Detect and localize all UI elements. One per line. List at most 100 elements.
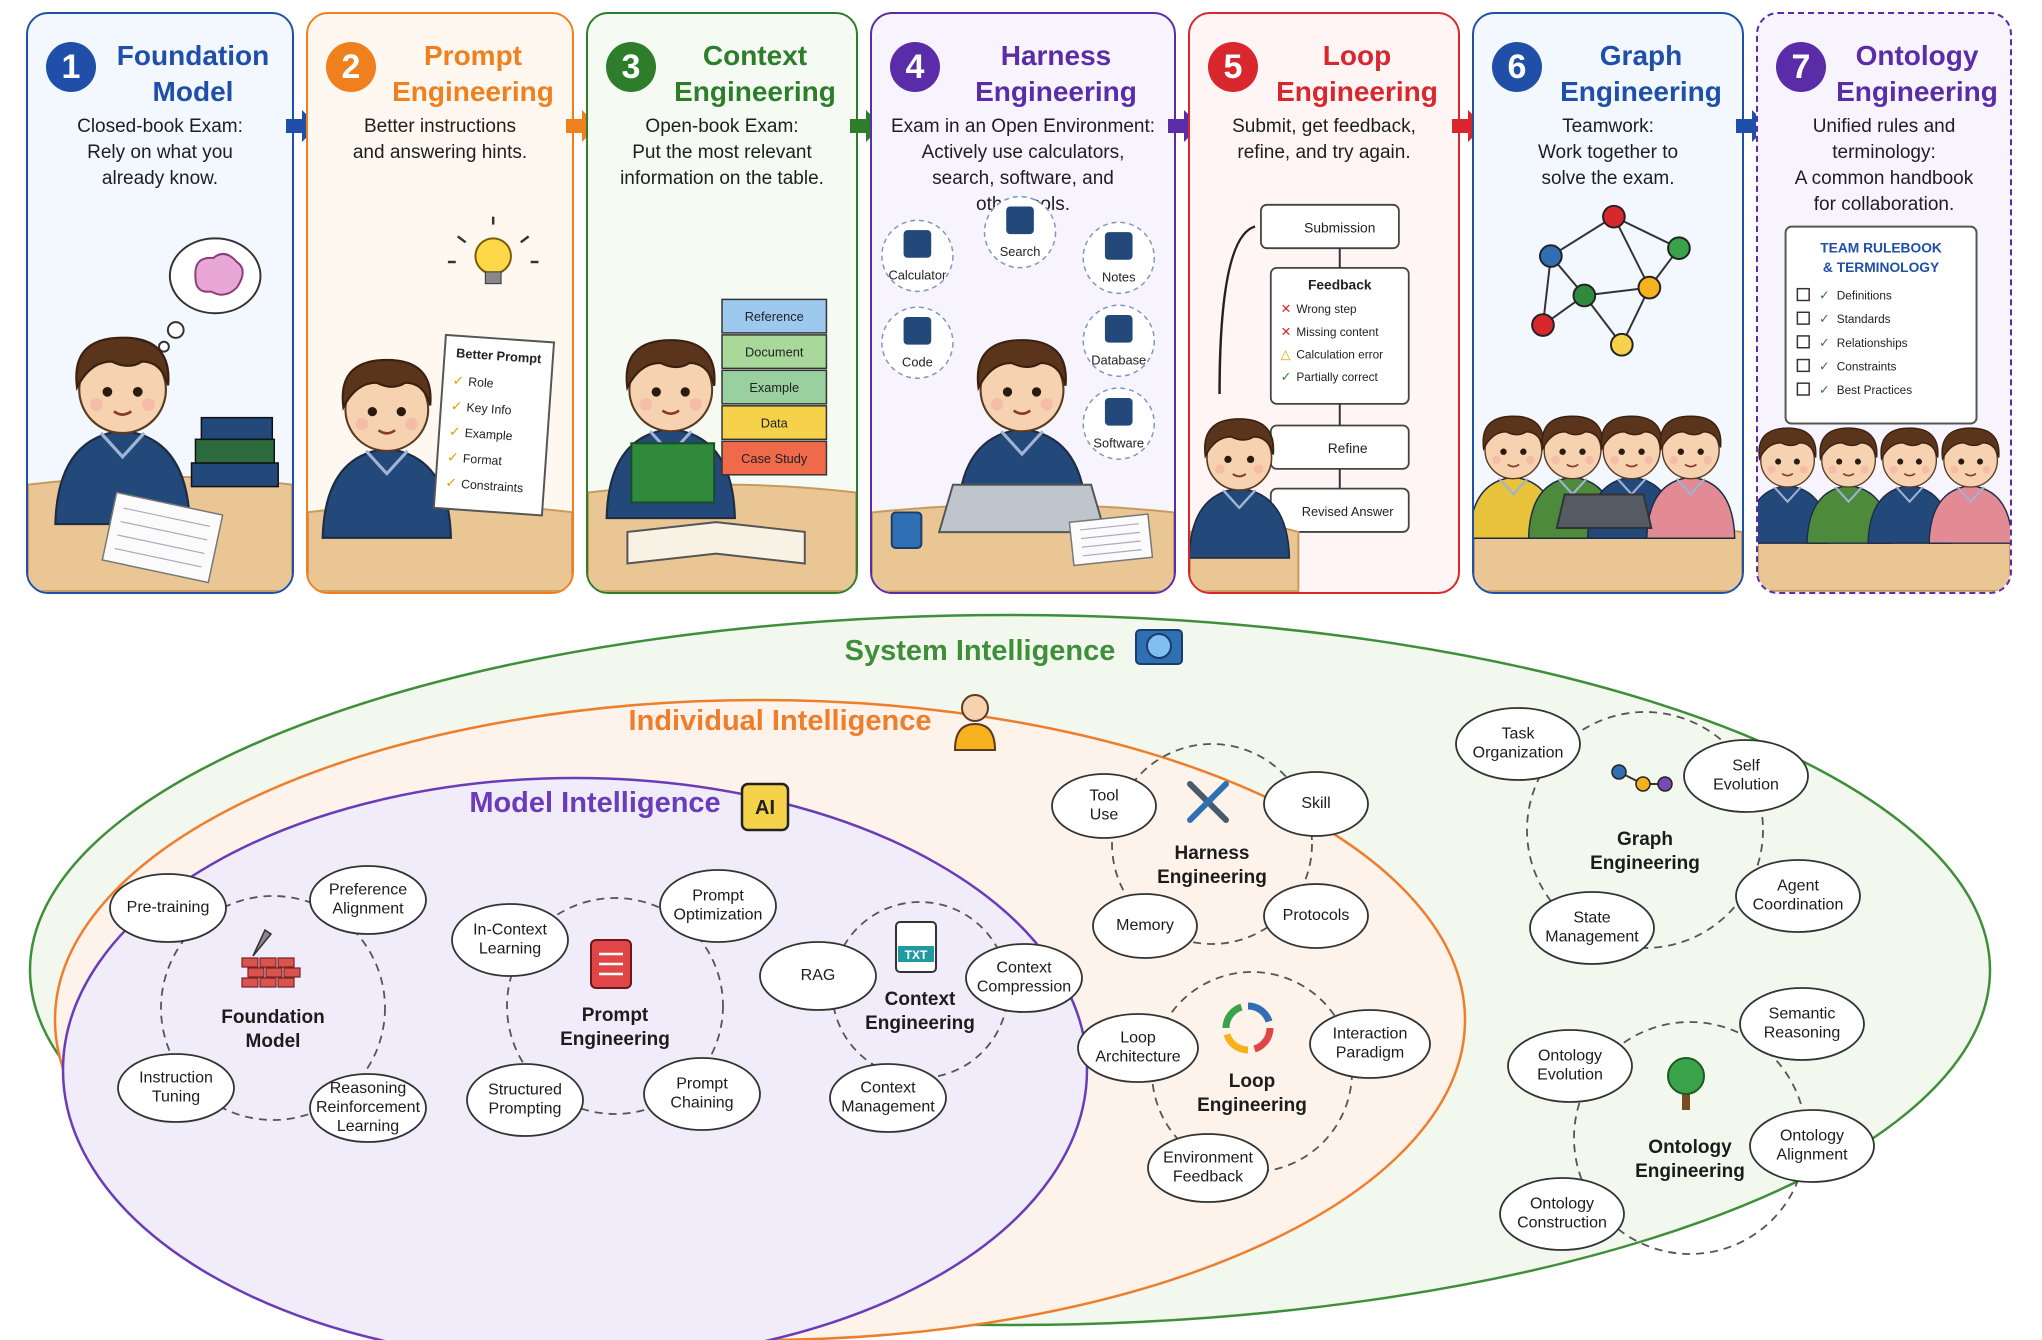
concept-node-label: Environment (1163, 1150, 1253, 1167)
trowel-icon (252, 928, 273, 957)
cluster-graph: TaskOrganizationSelfEvolutionStateManage… (1455, 707, 1861, 965)
stage-description-line: Better instructions (363, 116, 517, 137)
graph-node-icon (1637, 275, 1662, 300)
concept-node (1507, 1029, 1633, 1103)
model-intelligence-title: Model Intelligence (469, 787, 720, 819)
concept-node-label: Reasoning (1764, 1025, 1841, 1042)
concept-node-label: Compression (977, 979, 1071, 996)
student-mouth (1012, 409, 1032, 415)
loop-back-arrow (1218, 225, 1256, 395)
check-mark: ✓ (1819, 382, 1830, 397)
student-mouth (661, 409, 680, 415)
tool-icon (1104, 397, 1133, 426)
cluster-dashed-ring (160, 895, 386, 1121)
stage-description-line: Closed-book Exam: (77, 116, 243, 137)
rulebook-icon (1796, 287, 1810, 302)
stage-description-line: Teamwork: (1562, 116, 1654, 137)
stage-title-line: Ontology (1855, 40, 1979, 71)
cluster-harness: ToolUseSkillMemoryProtocolsHarnessEngine… (1051, 743, 1369, 959)
stage-title-line: Graph (1599, 40, 1683, 71)
cluster-center-label: Model (246, 1031, 301, 1052)
refine-label: Refine (1328, 441, 1368, 456)
graph-nodes-icon (1657, 776, 1673, 792)
student-mouth (1842, 472, 1855, 477)
student-eye-right (1915, 458, 1922, 465)
hoodie-collar (1773, 486, 1802, 504)
student-cheek (1921, 465, 1930, 474)
paper-sheet (101, 491, 224, 584)
stacked-book-label: Document (745, 345, 804, 360)
paper-line (1080, 531, 1140, 540)
concept-node (1263, 883, 1369, 949)
rulebook-item: Relationships (1837, 336, 1908, 350)
cluster-center-label: Loop (1229, 1071, 1275, 1092)
student-hair (1482, 415, 1545, 452)
student-hair (75, 336, 170, 392)
student-cheek (1889, 465, 1898, 474)
graph-edge (1550, 215, 1615, 257)
check-mark: ✓ (452, 373, 465, 389)
cluster-center-label: Engineering (865, 1013, 975, 1034)
student-cheek (1551, 455, 1560, 465)
student-mouth (1781, 472, 1794, 477)
tool-label: Calculator (889, 268, 947, 283)
hoodie-collar (1834, 486, 1863, 504)
student-hair (1203, 418, 1275, 459)
concept-node (466, 1063, 584, 1137)
cluster-center-label: Engineering (1635, 1161, 1745, 1182)
stage-title-line: Engineering (1276, 76, 1438, 107)
cluster-center-label: Engineering (1590, 853, 1700, 874)
brick-wall-icon (259, 977, 277, 988)
stage-illustration: TEAM RULEBOOK& TERMINOLOGY✓Definitions✓S… (1758, 225, 2010, 592)
stage-description-line: already know. (101, 168, 219, 189)
tool-icon (903, 317, 932, 345)
tool-label: Code (902, 354, 933, 369)
stage-title-line: Loop (1322, 40, 1392, 71)
stage-title-line: Harness (1000, 40, 1112, 71)
student-eye-right (1697, 448, 1704, 455)
student-eye-right (396, 406, 406, 417)
stage-illustration (28, 237, 292, 592)
student-cheek (1703, 455, 1713, 465)
student-eye-left (1224, 455, 1232, 464)
stage-title-line: Model (152, 76, 234, 107)
student-hair (1541, 415, 1604, 452)
concept-node-label: In-Context (473, 922, 547, 939)
lightbulb-ray (456, 235, 467, 244)
concept-node-label: Chaining (670, 1095, 733, 1112)
student-cheek (90, 398, 104, 412)
student-eye-left (102, 386, 113, 397)
student-hair (1659, 415, 1722, 452)
student-cheek (639, 398, 653, 411)
student-cheek (1860, 465, 1869, 474)
graph-edge (1613, 216, 1651, 289)
stage-description-line: Submit, get feedback, (1232, 116, 1416, 137)
student-eye-right (1031, 387, 1042, 397)
sheet-rect (432, 333, 556, 517)
paper-rect (101, 491, 224, 584)
cluster-center-label: Engineering (560, 1029, 670, 1050)
hoodie-body (321, 447, 452, 539)
feedback-item: Partially correct (1296, 370, 1378, 384)
stage-description-line: A common handbook (1794, 168, 1974, 189)
thought-dot (166, 321, 185, 339)
concept-node (1529, 891, 1655, 965)
cluster-center-label: Engineering (1197, 1095, 1307, 1116)
stacked-book (721, 334, 828, 370)
graph-node-icon (1609, 332, 1634, 357)
concept-node-label: Instruction (139, 1070, 213, 1087)
graph-node-icon (1602, 204, 1626, 229)
check-mark: ✓ (1819, 335, 1830, 350)
globe-icon (1146, 633, 1172, 659)
